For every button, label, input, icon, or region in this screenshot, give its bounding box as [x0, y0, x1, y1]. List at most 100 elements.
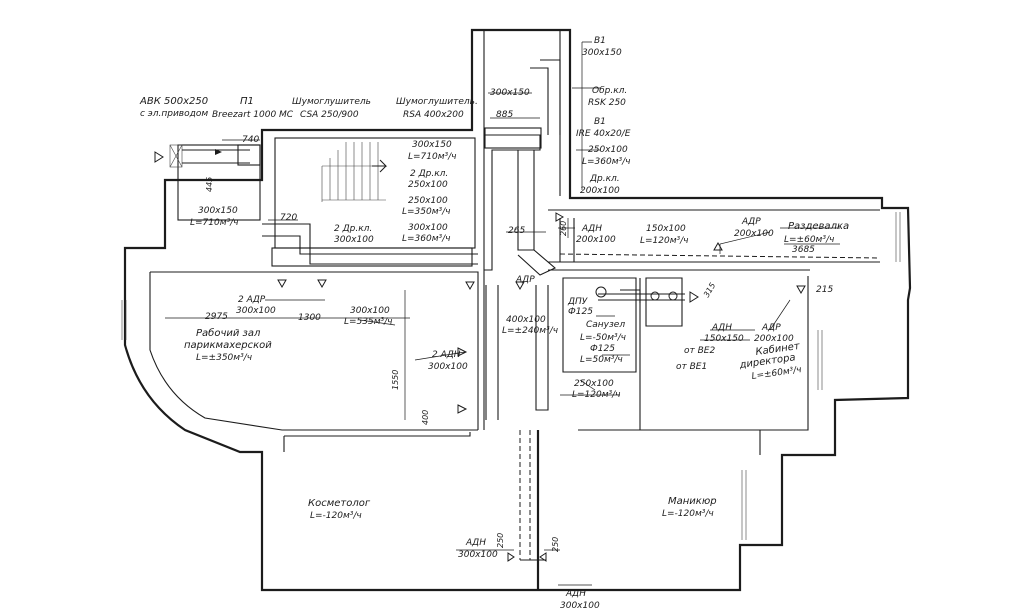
grille-adr-top: АДР — [741, 217, 761, 227]
dim-260: 260 — [559, 221, 568, 236]
b1-fan-model: IRE 40x20/E — [576, 129, 631, 139]
duct-300x100-e: 300x100 — [428, 362, 468, 372]
wc-valve-1 — [650, 291, 660, 301]
avk-line2: с эл.приводом — [140, 109, 208, 119]
flow-535: L=535м³/ч — [344, 317, 392, 327]
hall-flow: L=±350м³/ч — [196, 353, 252, 363]
adr-marker-director — [796, 285, 806, 295]
wc-box — [562, 277, 637, 373]
flow-360-right: L=360м³/ч — [582, 157, 630, 167]
riser-vertical — [517, 150, 535, 251]
dr-kl-right: Др.кл. — [589, 174, 620, 184]
duct-150x150: 150x150 — [704, 334, 744, 344]
hall-name-line2: парикмахерской — [184, 340, 272, 351]
adn-marker-1 — [457, 347, 468, 357]
wc-phi: Ф125 — [590, 344, 615, 354]
dim-215: 215 — [816, 285, 833, 295]
duct-300x100-d: 300x100 — [350, 306, 390, 316]
duct-300x100-c: 300x100 — [236, 306, 276, 316]
lower-exhaust-duct — [519, 430, 531, 560]
grille-adn-mid: АДН — [711, 323, 732, 333]
window-bottom — [121, 300, 747, 540]
stair-arrow — [372, 159, 388, 173]
flow-710-left: L=710м³/ч — [190, 218, 238, 228]
air-terminals — [154, 149, 806, 562]
flow-350: L=350м³/ч — [402, 207, 450, 217]
stair-steps — [321, 142, 386, 202]
damper-2drkl-b: 2 Др.кл. — [334, 224, 372, 234]
duct-200x100-adr: 200x100 — [734, 229, 774, 239]
duct-250x100-lower: 250x100 — [574, 379, 614, 389]
dim-1300: 1300 — [298, 313, 321, 323]
avk-line1: АВК 500x250 — [139, 96, 208, 107]
adn-marker-director — [689, 291, 699, 303]
duct-network — [169, 59, 881, 561]
duct-200x100-top: 200x100 — [576, 235, 616, 245]
dim-250-left: 250 — [496, 533, 505, 548]
flow-240: L=±240м³/ч — [502, 326, 558, 336]
wc-valve-2 — [668, 291, 678, 301]
duct-200x100-mid: 200x100 — [754, 334, 794, 344]
diag-link — [517, 249, 557, 276]
silencer2-name: Шумоглушитель. — [396, 97, 478, 107]
dpu-valve — [595, 286, 607, 298]
duct-400x100: 400x100 — [506, 315, 546, 325]
dr-kl-right-size: 200x100 — [580, 186, 620, 196]
flow-710-center: L=710м³/ч — [408, 152, 456, 162]
p1-model: Breezart 1000 МС — [212, 110, 294, 120]
adn-marker-bl — [507, 552, 515, 562]
silencer1-name: Шумоглушитель — [292, 97, 371, 107]
flow-120-lower: L=120м³/ч — [572, 390, 620, 400]
riser-collar — [484, 127, 542, 149]
b1-fan-name: В1 — [594, 117, 606, 127]
duct-150x100: 150x100 — [646, 224, 686, 234]
fan-box — [237, 144, 261, 166]
hall-top-wall — [150, 271, 479, 430]
adr-marker-2 — [317, 279, 327, 289]
exhaust-riser — [484, 59, 561, 271]
wc-flex — [620, 289, 641, 303]
valve-phi125: Ф125 — [568, 307, 593, 317]
room-labels: Рабочий зал парикмахерской L=±350м³/ч Са… — [184, 221, 849, 521]
dim-250-right: 250 — [551, 537, 560, 552]
dim-3685: 3685 — [792, 245, 815, 255]
flow-arrow-1 — [215, 149, 222, 155]
silencer-rsa — [271, 247, 473, 267]
adn-marker-br — [539, 552, 547, 562]
grille-adn-top: АДН — [581, 224, 602, 234]
hall-name-line1: Рабочий зал — [196, 327, 261, 339]
manicure-flow: L=-120м³/ч — [662, 509, 714, 519]
duct-300x150-top: 300x150 — [490, 88, 530, 98]
hall-inner-wall — [149, 272, 478, 431]
duct-300x100-bottom-left: 300x100 — [458, 550, 498, 560]
manicure-top — [578, 429, 761, 455]
supply-main-duct — [262, 223, 478, 265]
adn-marker-2 — [457, 404, 468, 414]
dim-885: 885 — [496, 110, 513, 120]
dimension-lines — [165, 41, 840, 586]
duct-250x100-b: 250x100 — [408, 196, 448, 206]
cosmetologist-flow: L=-120м³/ч — [310, 511, 362, 521]
duct-300x150-left: 300x150 — [198, 206, 238, 216]
equipment-labels: АВК 500x250 с эл.приводом П1 Breezart 10… — [139, 36, 631, 196]
corridor-duct — [548, 209, 880, 263]
dim-740: 740 — [242, 135, 259, 145]
obr-kl-name: Обр.кл. — [592, 86, 627, 96]
wc-flow2: L=50м³/ч — [580, 355, 623, 365]
valve-dpu: ДПУ — [567, 297, 588, 307]
dim-400: 400 — [421, 410, 430, 425]
manicure-name: Маникюр — [668, 496, 717, 507]
locker-name: Раздевалка — [788, 221, 849, 232]
duct-300x100-bottom-right: 300x100 — [560, 601, 600, 610]
locker-flow: L=±60м³/ч — [784, 235, 834, 245]
p1-name: П1 — [240, 96, 254, 107]
corridor-duct-axis — [559, 253, 881, 259]
wc-flow1: L=-50м³/ч — [580, 333, 626, 343]
adn-marker-top — [555, 212, 565, 222]
hall-branch-left — [485, 285, 499, 420]
lower-room-top — [284, 432, 471, 437]
flow-120-top: L=120м³/ч — [640, 236, 688, 246]
wc-name: Санузел — [586, 320, 625, 330]
damper-2drkl: 2 Др.кл. — [410, 169, 448, 179]
